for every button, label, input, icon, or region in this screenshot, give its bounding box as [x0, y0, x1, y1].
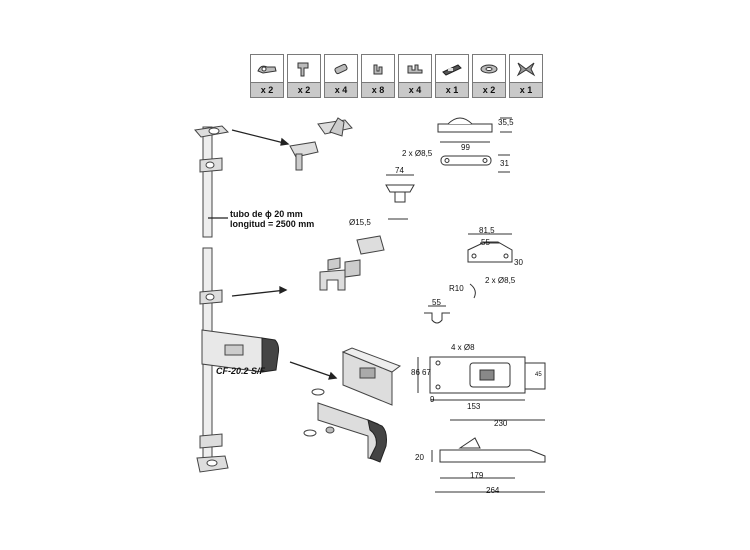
detail-hinge-parts: [289, 117, 353, 171]
dim-label: 2 x Ø8,5: [485, 276, 516, 285]
tube-length-label: longitud = 2500 mm: [230, 219, 315, 229]
dim-label: 179: [470, 471, 484, 480]
kit-cell: x 4: [324, 54, 358, 98]
pivot-bracket-icon: [297, 62, 309, 76]
kit-qty: x 2: [251, 82, 283, 97]
dim-label: 9: [430, 395, 435, 404]
kit-cell: x 1: [509, 54, 543, 98]
kit-qty: x 1: [510, 82, 542, 97]
dim-label: 67: [422, 368, 431, 377]
kit-cell: x 4: [398, 54, 432, 98]
dim-label: 81,5: [479, 226, 495, 235]
dim-label: 86: [411, 368, 420, 377]
dim-label: 45: [535, 372, 542, 378]
clip-icon: [373, 64, 383, 74]
kit-qty: x 2: [288, 82, 320, 97]
tech-side-view: [431, 419, 546, 493]
dim-label: 35,5: [498, 118, 514, 127]
callout-arrows: [208, 129, 338, 380]
tech-knob: [385, 174, 415, 220]
dim-label: 264: [486, 486, 500, 495]
kit-cell: x 2: [250, 54, 284, 98]
kit-qty: x 4: [399, 82, 431, 97]
detail-lock-parts: [303, 347, 402, 463]
dim-label: 20: [415, 453, 424, 462]
tech-latch-plate: [417, 356, 546, 401]
kit-cell: x 1: [435, 54, 469, 98]
dim-label: 2 x Ø8,5: [402, 149, 433, 158]
guide-icon: [407, 64, 423, 73]
kit-qty: x 4: [325, 82, 357, 97]
dim-label: 153: [467, 402, 481, 411]
dim-label: R10: [449, 284, 464, 293]
dim-label: 74: [395, 166, 404, 175]
dim-label: 230: [494, 419, 508, 428]
kit-qty: x 2: [473, 82, 505, 97]
lock-handle-icon: [442, 63, 462, 76]
dim-label: 31: [500, 159, 509, 168]
dim-label: 30: [514, 258, 523, 267]
parts-kit-legend: x 2 x 2 x 4 x 8 x 4 x 1 x 2 x 1: [250, 54, 543, 98]
plate-icon: [334, 63, 348, 74]
detail-clip-parts: [319, 235, 385, 291]
vertical-tube: [198, 126, 217, 464]
hinge-bracket-icon: [257, 65, 277, 74]
dim-label: 55: [432, 298, 441, 307]
dim-label: 99: [461, 143, 470, 152]
dim-label: Ø15,5: [349, 218, 371, 227]
top-hinge-bracket: [194, 125, 230, 473]
dim-label: 4 x Ø8: [451, 343, 475, 352]
kit-cell: x 2: [472, 54, 506, 98]
dim-label: 55: [481, 238, 490, 247]
model-label: CF-20.2 S/F: [216, 366, 266, 376]
kit-cell: x 8: [361, 54, 395, 98]
kit-qty: x 8: [362, 82, 394, 97]
hook-icon: [516, 62, 536, 76]
washer-icon: [480, 64, 498, 73]
kit-qty: x 1: [436, 82, 468, 97]
tube-diameter-label: tubo de ϕ 20 mm: [230, 209, 303, 219]
kit-cell: x 2: [287, 54, 321, 98]
